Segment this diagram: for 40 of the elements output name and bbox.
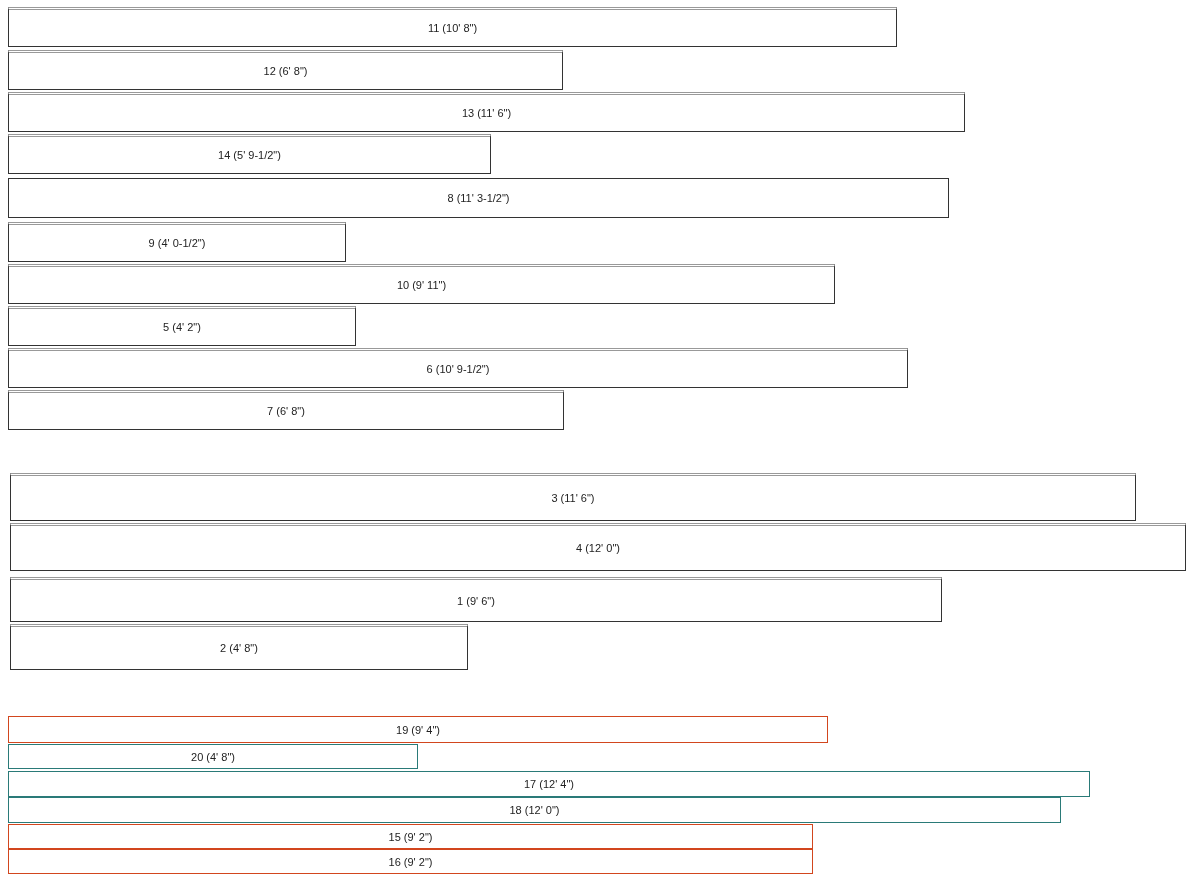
board-label: 8 (11' 3-1/2") bbox=[447, 192, 510, 204]
board-label: 12 (6' 8") bbox=[263, 65, 308, 77]
board-label: 11 (10' 8") bbox=[427, 22, 478, 34]
board-bar bbox=[10, 624, 468, 670]
board-label: 3 (11' 6") bbox=[551, 492, 595, 504]
board-bar bbox=[8, 390, 564, 430]
board-bar bbox=[8, 50, 563, 90]
board-label: 15 (9' 2") bbox=[388, 830, 433, 843]
board-bar bbox=[8, 92, 965, 132]
board-label: 7 (6' 8") bbox=[267, 405, 305, 417]
board-bar bbox=[8, 849, 813, 874]
board-label: 18 (12' 0") bbox=[509, 804, 560, 816]
board-bar bbox=[8, 178, 949, 218]
board-label: 5 (4' 2") bbox=[163, 321, 201, 333]
board-label: 9 (4' 0-1/2") bbox=[148, 237, 206, 249]
board-label: 4 (12' 0") bbox=[576, 542, 620, 554]
board-label: 17 (12' 4") bbox=[523, 778, 574, 790]
board-bar bbox=[8, 134, 491, 174]
board-label: 16 (9' 2") bbox=[388, 855, 433, 868]
board-bar bbox=[10, 523, 1186, 571]
board-bar bbox=[8, 306, 356, 346]
board-bar bbox=[8, 716, 828, 743]
board-label: 19 (9' 4") bbox=[396, 723, 440, 736]
board-bar bbox=[8, 744, 418, 769]
board-bar bbox=[8, 797, 1061, 823]
board-label: 20 (4' 8") bbox=[191, 750, 235, 763]
board-bar bbox=[8, 771, 1090, 797]
board-bar bbox=[10, 473, 1136, 521]
board-label: 2 (4' 8") bbox=[220, 642, 258, 654]
board-bar bbox=[8, 824, 813, 849]
board-label: 1 (9' 6") bbox=[457, 594, 495, 607]
board-bar bbox=[8, 348, 908, 388]
board-bar bbox=[8, 222, 346, 262]
board-bar bbox=[8, 7, 897, 47]
board-label: 10 (9' 11") bbox=[396, 279, 447, 291]
board-bar bbox=[8, 264, 835, 304]
board-label: 13 (11' 6") bbox=[461, 107, 512, 119]
board-label: 14 (5' 9-1/2") bbox=[218, 149, 281, 161]
board-bar bbox=[10, 577, 942, 622]
board-label: 6 (10' 9-1/2") bbox=[426, 363, 490, 375]
